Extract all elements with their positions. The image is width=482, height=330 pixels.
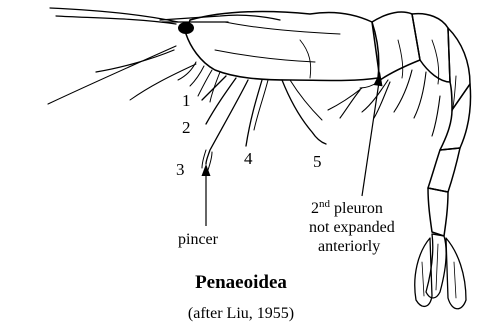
figure-title: Penaeoidea bbox=[195, 272, 287, 293]
pleuron-label-line1: 2nd pleuron bbox=[311, 198, 383, 217]
figure-credit: (after Liu, 1955) bbox=[188, 305, 294, 322]
leg-1 bbox=[202, 76, 226, 100]
pleuron-callout bbox=[362, 72, 383, 196]
pincer-callout bbox=[202, 164, 211, 226]
leg-label-4: 4 bbox=[244, 149, 253, 168]
leg-4 bbox=[246, 80, 262, 146]
abdomen bbox=[372, 12, 471, 236]
leg-label-3: 3 bbox=[176, 160, 185, 179]
pleuron-label-line2: not expanded bbox=[309, 219, 395, 236]
shrimp-illustration bbox=[48, 8, 471, 309]
leg-label-5: 5 bbox=[313, 152, 322, 171]
pincer-label: pincer bbox=[178, 231, 219, 248]
pleuron-label-line3: anteriorly bbox=[318, 238, 380, 255]
tail-fan bbox=[415, 234, 466, 309]
leg-label-2: 2 bbox=[182, 118, 191, 137]
walking-legs bbox=[202, 76, 326, 170]
eye bbox=[178, 22, 194, 34]
leg-label-1: 1 bbox=[182, 91, 191, 110]
leg-5 bbox=[282, 80, 326, 144]
rostrum bbox=[160, 15, 280, 22]
